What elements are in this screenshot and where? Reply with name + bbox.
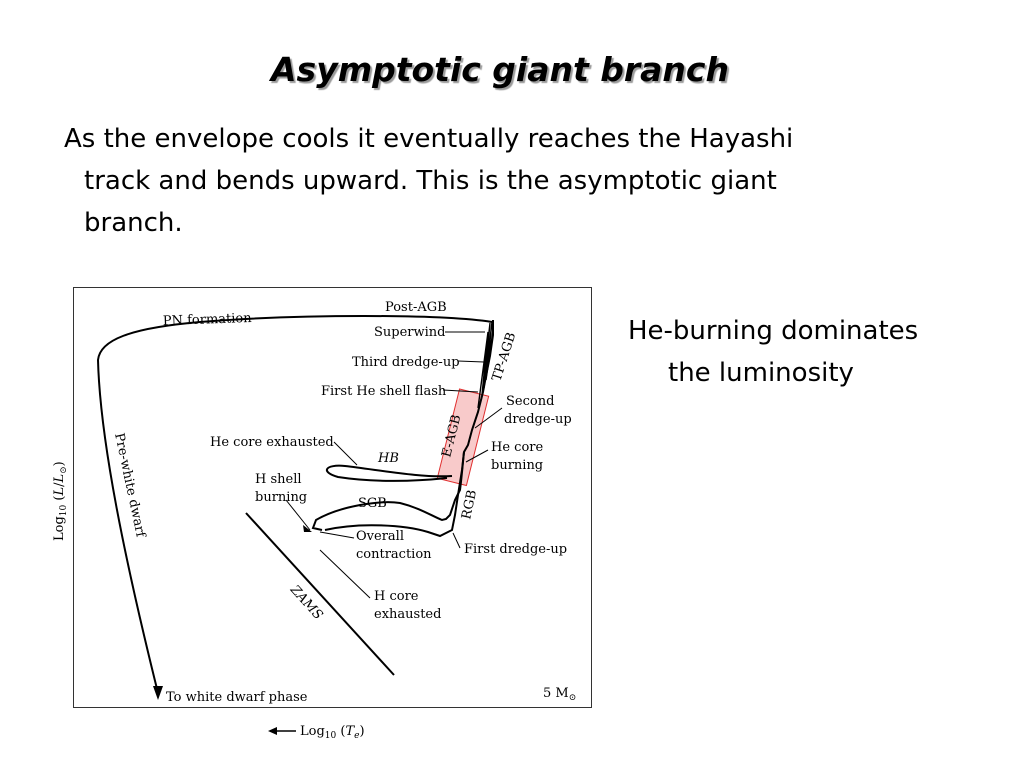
tp-agb-pulses — [477, 321, 494, 409]
zams-line — [245, 512, 395, 676]
y-axis-label: Log10 (L/L⊙) — [52, 461, 69, 541]
slide-title: Asymptotic giant branch — [271, 50, 729, 89]
label-rgb: RGB — [459, 489, 480, 521]
body-line-2: track and bends upward. This is the asym… — [84, 166, 777, 196]
label-he-core: He core — [491, 440, 543, 455]
label-overall: Overall — [356, 529, 404, 544]
label-second-dredge-up: dredge-up — [504, 412, 572, 427]
label-h-shell: H shell — [255, 472, 302, 487]
label-hb: HB — [377, 451, 399, 466]
label-first-dredge-up: First dredge-up — [464, 542, 567, 557]
label-tp-agb: TP-AGB — [490, 331, 520, 384]
leader-lines — [285, 331, 503, 599]
label-to-white-dwarf-phase: To white dwarf phase — [166, 690, 308, 705]
label-sgb: SGB — [358, 496, 387, 511]
white-dwarf-arrowhead — [153, 686, 163, 700]
label-pre-white-dwarf: Pre-white dwarf — [111, 432, 148, 540]
label-contraction: contraction — [356, 547, 432, 562]
side-note: He-burning dominates the luminosity — [628, 310, 918, 394]
label-second: Second — [506, 394, 554, 409]
hb-loop — [326, 464, 453, 482]
label-h-core-exhausted: exhausted — [374, 607, 441, 622]
evolutionary-track — [311, 320, 494, 531]
side-note-line-2: the luminosity — [668, 358, 854, 388]
side-note-line-1: He-burning dominates — [628, 316, 919, 346]
label-he-core-burning: burning — [491, 458, 543, 473]
label-h-shell-burning: burning — [255, 490, 307, 505]
body-line-1: As the envelope cools it eventually reac… — [64, 124, 794, 154]
label-pn-formation: PN formation — [163, 311, 253, 329]
x-axis-label: Log10 (Te) — [300, 724, 365, 741]
hr-diagram-frame — [73, 287, 592, 708]
post-agb-track — [96, 315, 493, 694]
rgb-track — [324, 451, 465, 538]
label-h-core: H core — [374, 589, 419, 604]
body-paragraph: As the envelope cools it eventually reac… — [64, 118, 974, 244]
label-he-core-exhausted: He core exhausted — [210, 435, 334, 450]
body-line-3: branch. — [84, 208, 183, 238]
e-agb-highlight — [436, 388, 490, 487]
x-axis-arrowhead — [268, 727, 277, 735]
label-zams: ZAMS — [286, 582, 325, 623]
label-post-agb: Post-AGB — [385, 300, 447, 315]
label-first-he-shell-flash: First He shell flash — [321, 384, 447, 399]
label-superwind: Superwind — [374, 325, 446, 340]
label-third-dredge-up: Third dredge-up — [352, 355, 460, 370]
h-shell-arrowhead — [303, 525, 312, 532]
label-mass: 5 M⊙ — [543, 686, 576, 703]
